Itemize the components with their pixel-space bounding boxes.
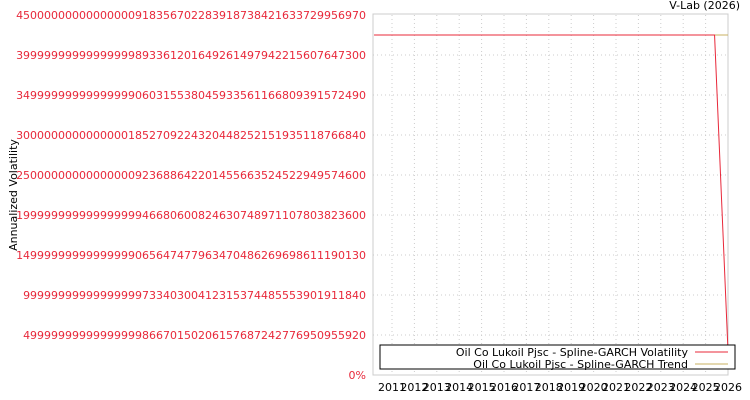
plot-area [372, 13, 729, 376]
y-tick-label: 1499999999999999906564747796347048626969… [16, 249, 366, 262]
x-tick-label: 2025 [692, 381, 720, 394]
y-tick-label: 0% [349, 369, 366, 382]
x-tick-label: 2022 [624, 381, 652, 394]
x-tick-label: 2014 [445, 381, 473, 394]
y-tick-label: 2500000000000000092368864220145566352452… [16, 169, 366, 182]
y-tick-label: 3000000000000000185270922432044825215193… [16, 129, 366, 142]
x-tick-label: 2021 [602, 381, 630, 394]
y-tick-label: 9999999999999999973340300412315374485553… [23, 289, 366, 302]
credit-label: V-Lab (2026) [669, 0, 740, 12]
legend-label: Oil Co Lukoil Pjsc - Spline-GARCH Trend [473, 358, 688, 371]
x-tick-label: 2016 [490, 381, 518, 394]
x-tick-label: 2019 [557, 381, 585, 394]
x-tick-label: 2018 [535, 381, 563, 394]
legend-label: Oil Co Lukoil Pjsc - Spline-GARCH Volati… [456, 346, 689, 359]
x-tick-label: 2015 [468, 381, 496, 394]
y-tick-label: 3999999999999999989336120164926149794221… [16, 49, 366, 62]
x-tick-label: 2011 [378, 381, 406, 394]
x-tick-label: 2013 [423, 381, 451, 394]
y-tick-label: 4999999999999999986670150206157687242776… [23, 329, 366, 342]
x-tick-label: 2024 [669, 381, 697, 394]
x-tick-label: 2020 [580, 381, 608, 394]
y-tick-label: 3499999999999999906031553804593356116680… [16, 89, 366, 102]
y-tick-label: 4500000000000000091835670228391873842163… [16, 9, 366, 22]
y-tick-label: 1999999999999999994668060082463074897110… [16, 209, 366, 222]
x-tick-label: 2026 [714, 381, 742, 394]
y-axis-label: Annualized Volatility [7, 139, 20, 251]
x-tick-label: 2023 [647, 381, 675, 394]
x-tick-label: 2017 [512, 381, 540, 394]
series-line [374, 34, 729, 352]
x-tick-label: 2012 [400, 381, 428, 394]
legend [379, 344, 736, 370]
